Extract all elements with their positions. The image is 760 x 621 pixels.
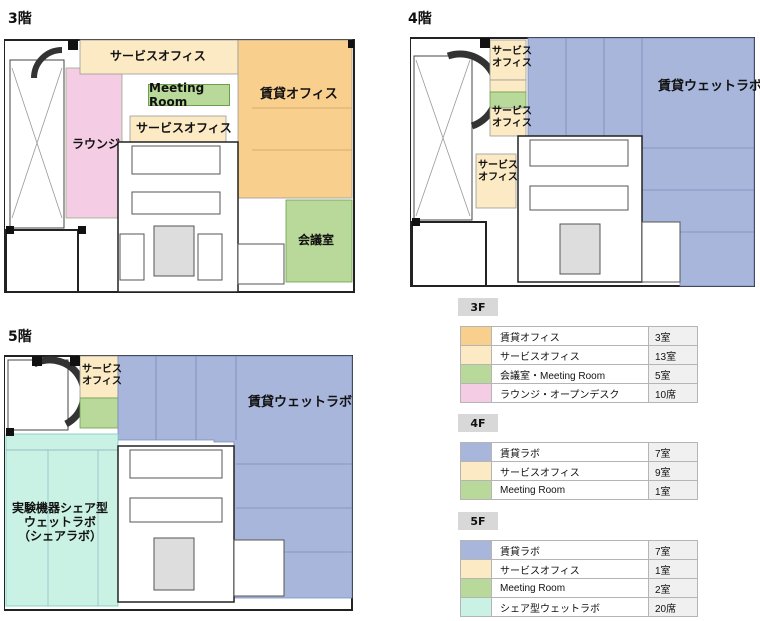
- legend-name: 賃貸オフィス: [491, 326, 649, 346]
- floor-3-title: 3階: [8, 11, 32, 27]
- legend-name: Meeting Room: [491, 578, 649, 598]
- legend-swatch: [460, 345, 492, 365]
- legend-count: 2室: [648, 578, 698, 598]
- floor-5-title: 5階: [8, 329, 32, 345]
- floor-3-conference-room-label: 会議室: [298, 233, 335, 247]
- legend-count: 1室: [648, 559, 698, 579]
- floor-5-service-office-label: サービス オフィス: [82, 364, 122, 387]
- legend-swatch: [460, 461, 492, 481]
- legend-swatch: [460, 364, 492, 384]
- legend-name: 賃貸ラボ: [491, 540, 649, 560]
- legend-count: 7室: [648, 442, 698, 462]
- legend-name: サービスオフィス: [491, 345, 649, 365]
- legend-name: 賃貸ラボ: [491, 442, 649, 462]
- legend-count: 7室: [648, 540, 698, 560]
- legend-count: 9室: [648, 461, 698, 481]
- floor-4-service-office-top-label: サービス オフィス: [492, 46, 532, 69]
- legend-swatch: [460, 480, 492, 500]
- legend-swatch: [460, 597, 492, 617]
- floor-4-drawing: [410, 37, 755, 287]
- legend-4f-tag: 4F: [458, 414, 498, 432]
- floor-5-drawing: [4, 355, 353, 611]
- legend-count: 20席: [648, 597, 698, 617]
- floor-3-lounge-label: ラウンジ: [72, 137, 121, 151]
- floor-4-plan: サービス オフィス サービス オフィス サービス オフィス 賃貸ウェットラボ: [410, 36, 760, 288]
- legend-count: 1室: [648, 480, 698, 500]
- floor-4-service-office-mid-label: サービス オフィス: [492, 106, 532, 129]
- legend-3f-tag: 3F: [458, 298, 498, 316]
- floor-5-share-lab-label: 実験機器シェア型 ウェットラボ （シェアラボ）: [12, 501, 109, 543]
- legend-count: 3室: [648, 326, 698, 346]
- floor-3-plan: サービスオフィス Meeting Room 賃貸オフィス サービスオフィス ラウ…: [4, 38, 356, 294]
- legend-name: サービスオフィス: [491, 559, 649, 579]
- legend-swatch: [460, 442, 492, 462]
- floor-5-plan: サービス オフィス 賃貸ウェットラボ 実験機器シェア型 ウェットラボ （シェアラ…: [4, 354, 354, 612]
- legend-count: 5室: [648, 364, 698, 384]
- legend-count: 10席: [648, 383, 698, 403]
- legend-name: Meeting Room: [491, 480, 649, 500]
- legend-swatch: [460, 540, 492, 560]
- legend-swatch: [460, 383, 492, 403]
- floor-3-service-office-top-label: サービスオフィス: [110, 49, 206, 63]
- legend-swatch: [460, 559, 492, 579]
- legend-5f-tag: 5F: [458, 512, 498, 530]
- legend-name: サービスオフィス: [491, 461, 649, 481]
- legend-swatch: [460, 326, 492, 346]
- floor-4-service-office-low-label: サービス オフィス: [478, 160, 518, 183]
- floor-3-service-office-mid-label: サービスオフィス: [136, 121, 232, 135]
- floor-5-rental-wet-lab-label: 賃貸ウェットラボ: [248, 395, 353, 410]
- legend-name: シェア型ウェットラボ: [491, 597, 649, 617]
- legend-swatch: [460, 578, 492, 598]
- floor-3-rental-office-label: 賃貸オフィス: [260, 87, 338, 102]
- floor-3-meeting-room-label: Meeting Room: [148, 81, 230, 109]
- legend-name: 会議室・Meeting Room: [491, 364, 649, 384]
- floor-4-title: 4階: [408, 11, 432, 27]
- legend-name: ラウンジ・オープンデスク: [491, 383, 649, 403]
- floor-3-drawing: [4, 39, 355, 293]
- legend-count: 13室: [648, 345, 698, 365]
- floor-4-rental-wet-lab-label: 賃貸ウェットラボ: [658, 79, 760, 94]
